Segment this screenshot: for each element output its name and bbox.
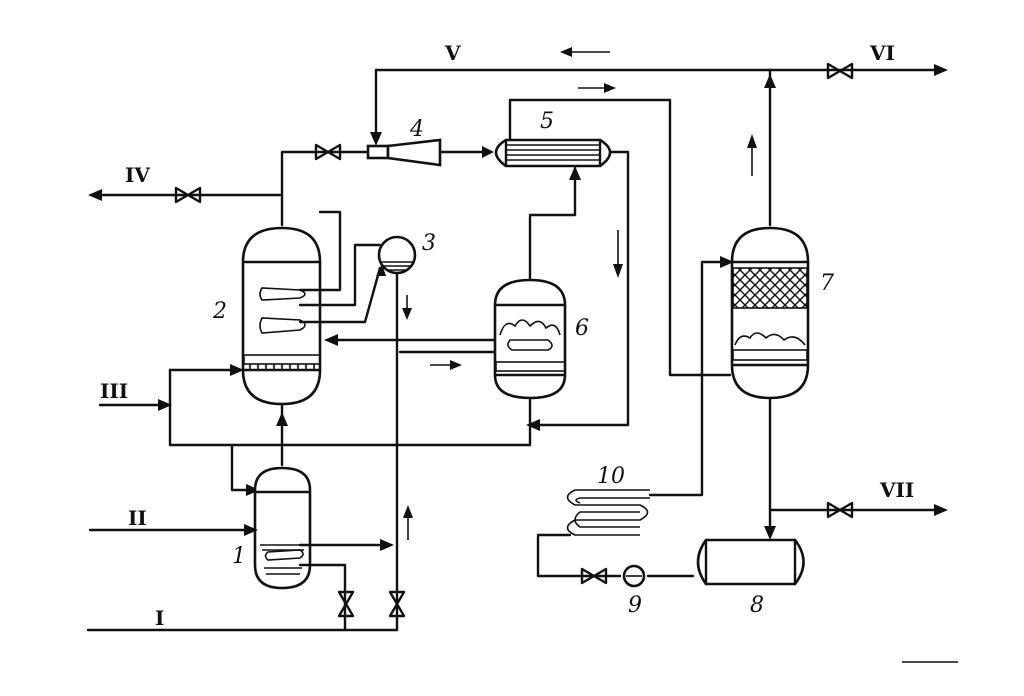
label-stream-VI: VI xyxy=(869,41,895,65)
valve-1 xyxy=(337,590,355,618)
label-2: 2 xyxy=(212,299,227,324)
label-stream-II: II xyxy=(128,506,147,530)
line-8-to-10 xyxy=(536,533,695,585)
valve-VI xyxy=(826,62,854,80)
coil-10[interactable] xyxy=(566,489,651,536)
line-3-down xyxy=(395,271,412,632)
label-1: 1 xyxy=(232,544,246,569)
line-2-to-4 xyxy=(280,143,370,227)
separator-3[interactable] xyxy=(377,235,417,275)
drum-8[interactable] xyxy=(696,538,805,586)
stream-II-line xyxy=(88,524,258,536)
pump-9[interactable] xyxy=(622,564,646,588)
label-stream-IV: IV xyxy=(125,163,150,187)
line-6-to-5 xyxy=(528,166,581,287)
label-9: 9 xyxy=(628,593,642,618)
line-5-to-6 xyxy=(526,150,630,431)
label-10: 10 xyxy=(597,464,625,489)
label-stream-III: III xyxy=(100,379,128,403)
ejector-4[interactable] xyxy=(366,138,494,167)
stream-VI-line xyxy=(768,62,948,80)
line-1-coil xyxy=(298,505,413,632)
stream-V-line xyxy=(370,47,772,146)
stream-IV-line xyxy=(88,186,282,204)
valve-2 xyxy=(388,590,406,618)
label-6: 6 xyxy=(575,316,589,341)
line-1-to-2 xyxy=(230,402,288,496)
reactor-2[interactable] xyxy=(241,226,322,406)
label-stream-I: I xyxy=(155,606,164,630)
column-7-top-line xyxy=(747,68,776,227)
line-7-to-8 xyxy=(764,396,948,540)
line-6-to-2 xyxy=(324,334,502,370)
vessel-1[interactable] xyxy=(253,466,312,590)
label-8: 8 xyxy=(750,593,764,618)
vessel-6[interactable] xyxy=(493,278,567,400)
label-stream-V: V xyxy=(444,41,461,65)
column-7[interactable] xyxy=(730,226,810,400)
heat-exchanger-5[interactable] xyxy=(494,138,612,168)
coil-lines-2-3 xyxy=(298,210,386,324)
label-3: 3 xyxy=(422,231,436,256)
label-7: 7 xyxy=(820,271,834,296)
label-stream-VII: VII xyxy=(879,478,914,502)
line-5-to-7 xyxy=(508,83,702,377)
stream-III-line xyxy=(98,364,532,447)
label-4: 4 xyxy=(409,117,424,142)
line-10-to-7 xyxy=(648,256,734,497)
label-5: 5 xyxy=(540,109,554,134)
